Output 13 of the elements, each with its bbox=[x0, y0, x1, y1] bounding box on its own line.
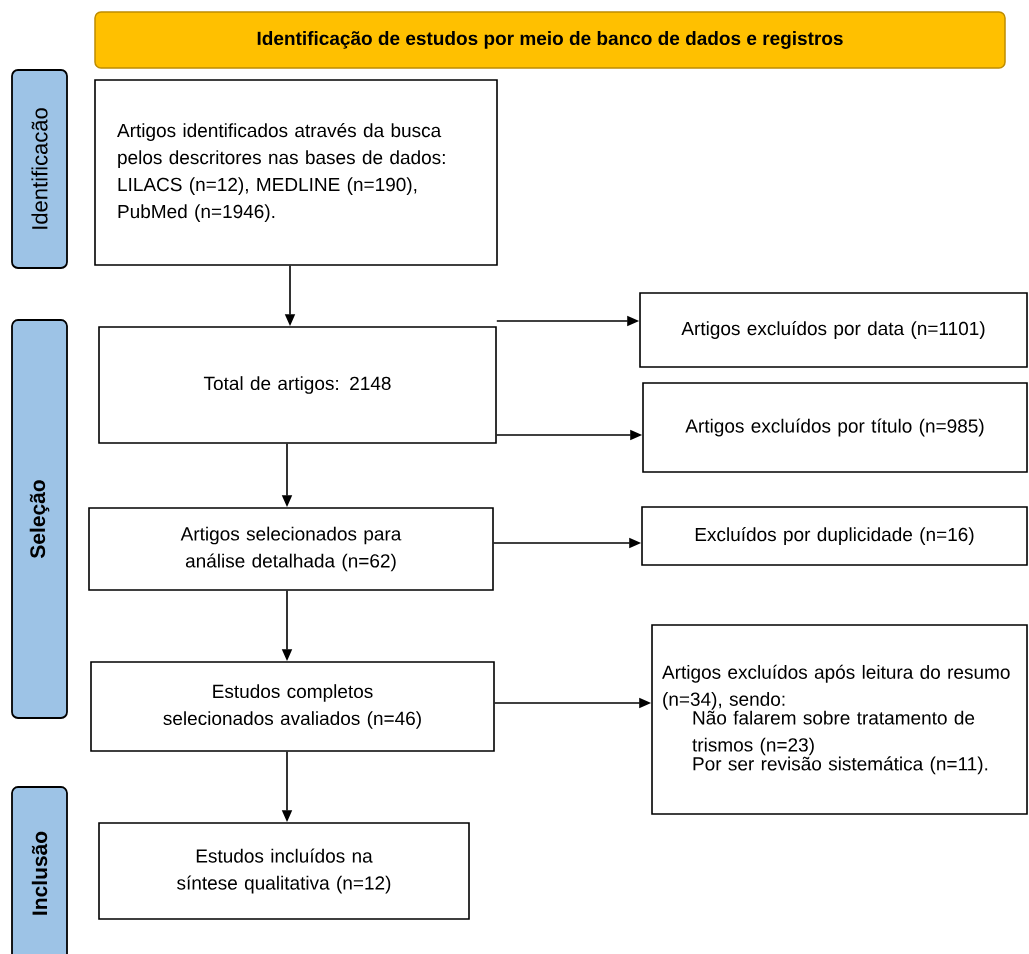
stage-band: Identificacão bbox=[11, 69, 68, 269]
process-box: Artigos selecionados para análise detalhada (n=62) bbox=[88, 507, 494, 591]
process-box: Artigos identificados através da busca pelos descritores nas bases de dados: LILACS (n=12), MEDLINE (n=190), PubMed (n=1946). bbox=[94, 79, 498, 266]
process-box: Artigos excluídos por título (n=985) bbox=[642, 382, 1028, 473]
header-band: Identificação de estudos por meio de banco de dados e registros bbox=[94, 11, 1006, 69]
stage-band: Seleção bbox=[11, 319, 68, 719]
exclusion-box: Artigos excluídos após leitura do resumo (n=34), sendo: Não falarem sobre tratamento de trismos (n=23) Por ser revisão sistemática (n=11). bbox=[651, 624, 1028, 815]
process-box: Artigos excluídos por data (n=1101) bbox=[639, 292, 1028, 368]
process-box: Estudos completos selecionados avaliados (n=46) bbox=[90, 661, 495, 752]
stage-band: Inclusão bbox=[11, 786, 68, 954]
process-box: Excluídos por duplicidade (n=16) bbox=[641, 506, 1028, 566]
process-box: Total de artigos: 2148 bbox=[98, 326, 497, 444]
process-box: Estudos incluídos na síntese qualitativa (n=12) bbox=[98, 822, 470, 920]
